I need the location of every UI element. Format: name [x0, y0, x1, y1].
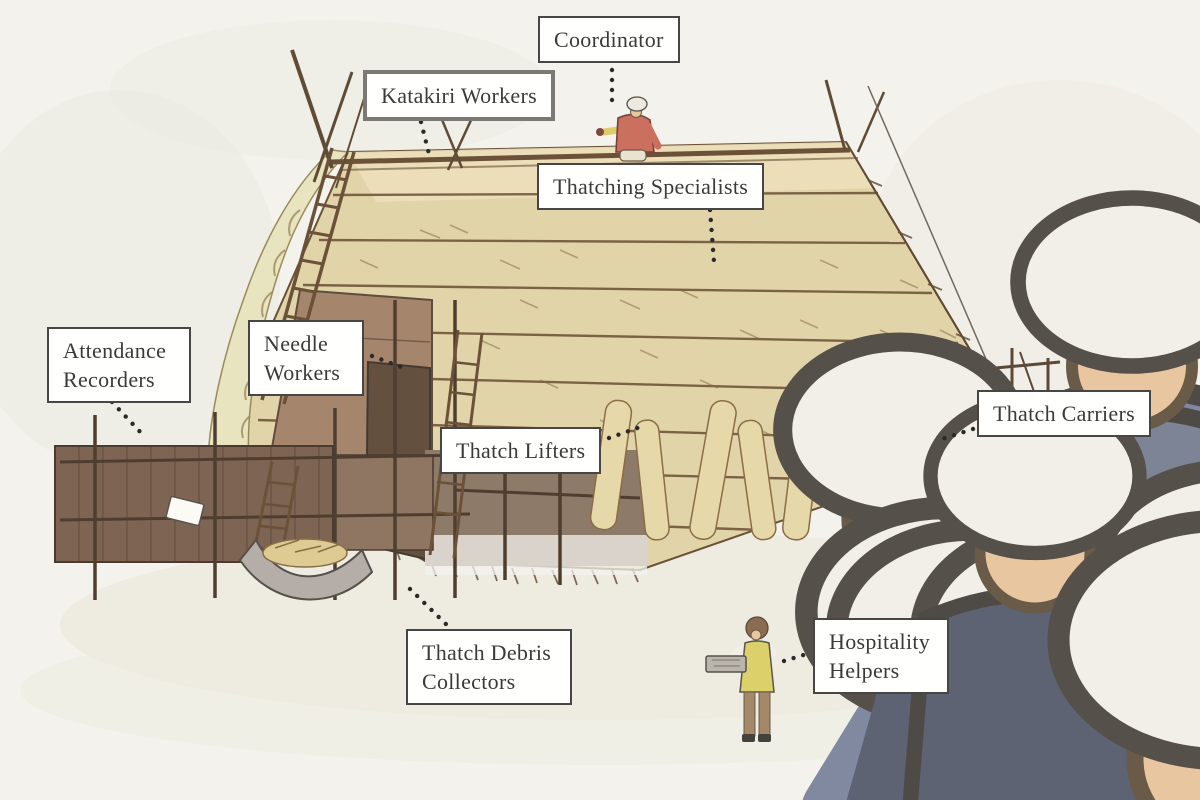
debris-tarp [238, 538, 374, 601]
leader-lines [109, 67, 976, 664]
label-coordinator: Coordinator [538, 16, 680, 64]
coordinator-figure [596, 96, 662, 162]
leader-thatch-lifters [606, 422, 649, 441]
label-needle-workers: Needle Workers [248, 320, 364, 397]
label-hospitality-helpers: Hospitality Helpers [813, 618, 949, 695]
scaffold-poles-top [290, 49, 886, 189]
board-fence [54, 445, 434, 563]
hospitality-helper-figure [705, 616, 777, 742]
leader-thatching-specialists [707, 207, 717, 265]
food-tray [705, 655, 747, 673]
clipboard [165, 495, 205, 527]
label-thatch-debris-collectors: Thatch Debris Collectors [406, 629, 572, 706]
tarp-straw [262, 538, 348, 568]
leader-thatch-carriers [933, 426, 976, 444]
label-katakiri-workers: Katakiri Workers [363, 70, 555, 122]
leader-needle-workers [369, 353, 407, 371]
leader-attendance-recorders [109, 399, 147, 439]
leader-thatch-debris-collectors [407, 586, 453, 631]
label-thatching-specialists: Thatching Specialists [537, 163, 765, 211]
label-attendance-recorders: Attendance Recorders [47, 327, 191, 404]
figures [165, 96, 1200, 800]
leader-katakiri-workers [418, 119, 433, 161]
label-thatch-lifters: Thatch Lifters [440, 427, 602, 475]
label-thatch-carriers: Thatch Carriers [977, 390, 1151, 438]
